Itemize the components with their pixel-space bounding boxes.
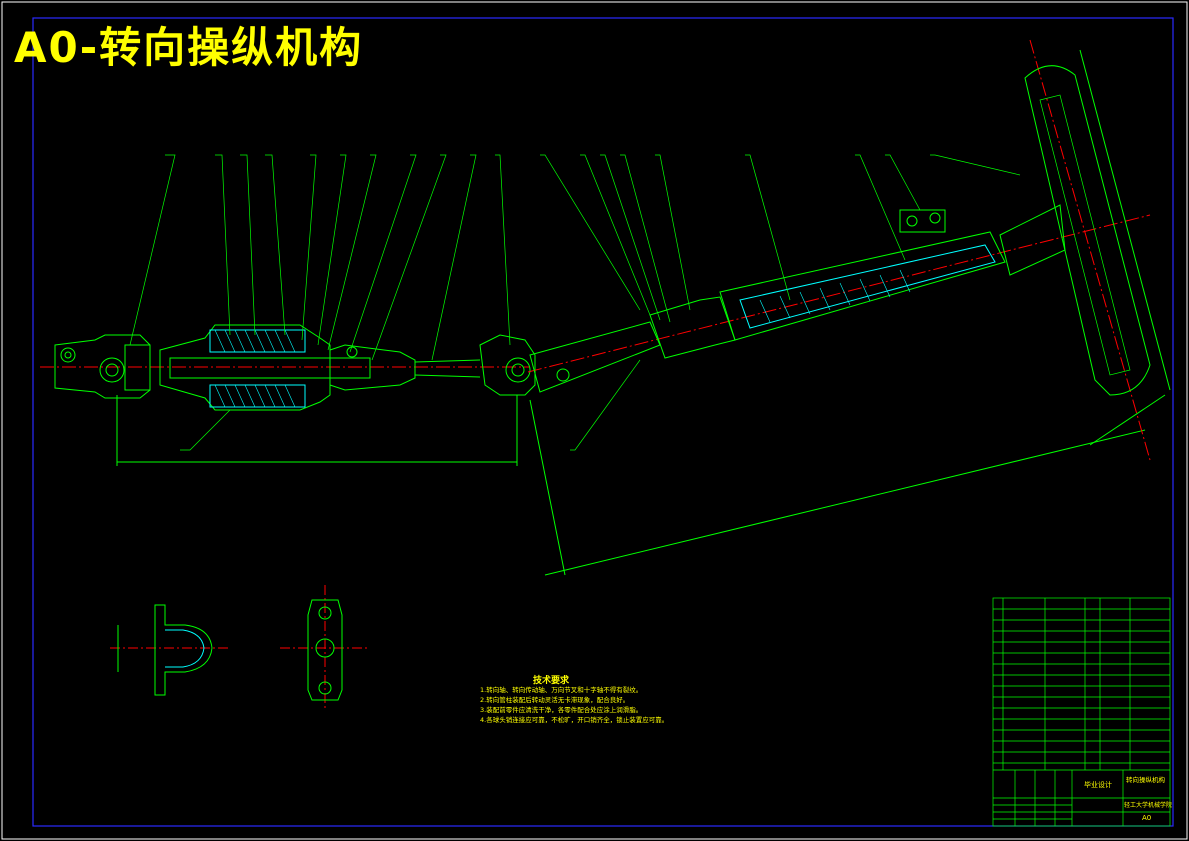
bearing-housing-hatch [209,329,306,353]
left-joint-pin [99,357,125,383]
tech-requirement-line: 1.转向轴、转向传动轴、万向节叉和十字轴不得有裂纹。 [480,686,643,694]
steering-wheel [999,39,1171,461]
leader-lines [129,154,1021,451]
steering-shaft-assembly [40,324,570,466]
section-view-1 [110,604,230,696]
drawing-title: A0-转向操纵机构 [14,23,364,72]
section-view-2 [280,585,370,710]
column-bracket [899,209,946,233]
title-block-design-label: 毕业设计 [1084,781,1112,789]
inner-frame [32,17,1174,827]
steering-column [527,209,1151,576]
tech-requirements-list: 1.转向轴、转向传动轴、万向节叉和十字轴不得有裂纹。 2.转向管柱装配后转动灵活… [480,685,668,725]
title-block-school: 轻工大学机械学院 [1124,802,1173,809]
tech-requirement-line: 2.转向管柱装配后转动灵活无卡滞现象，配合良好。 [480,696,630,704]
title-block-sheet-size: A0 [1142,814,1152,822]
title-block-drawing-name: 转向操纵机构 [1126,776,1165,784]
middle-joint-pin [505,357,531,383]
tech-requirements-heading: 技术要求 [533,676,570,686]
left-yoke-bolt [60,347,76,363]
tech-requirement-line: 3.装配前零件应清洗干净，各零件配合处应涂上润滑脂。 [480,706,643,714]
column-tube [719,231,1006,341]
tech-requirement-line: 4.各球头销连接应可靠，不松旷，开口销齐全，锁止装置应可靠。 [480,716,669,724]
title-block [992,597,1171,827]
